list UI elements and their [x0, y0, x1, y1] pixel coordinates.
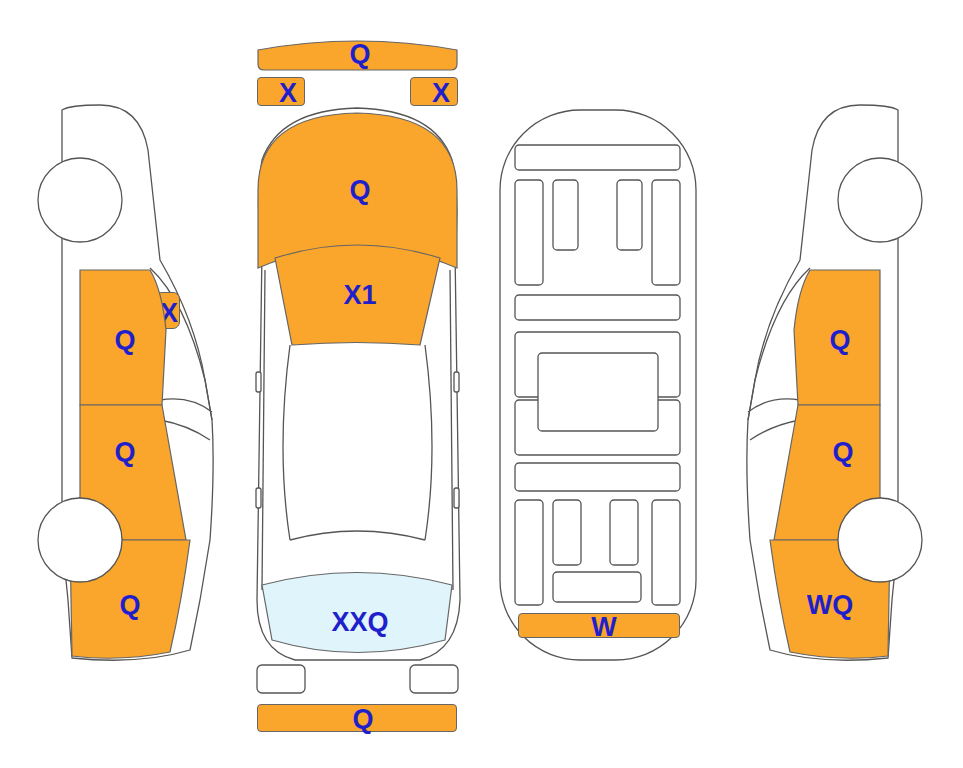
right-rear-quarter: WQ [768, 538, 892, 664]
top-view [256, 108, 460, 693]
left-rear-door: Q [78, 403, 188, 543]
damage-code: Q [832, 439, 853, 466]
damage-code: WQ [807, 592, 854, 619]
damage-code: Q [349, 177, 370, 204]
right-front-door: Q [790, 268, 882, 408]
front-bumper: Q [256, 34, 460, 72]
left-rear-door-shape [78, 403, 188, 543]
right-side-view [747, 105, 922, 660]
damage-code: X [279, 80, 297, 107]
underbody-view [500, 110, 696, 660]
damage-code: W [591, 614, 616, 641]
damage-code: Q [114, 327, 135, 354]
right-rear-door-shape [772, 403, 882, 543]
damage-code: X [432, 80, 450, 107]
damage-code: Q [119, 592, 140, 619]
left-rear-quarter: Q [68, 538, 192, 664]
right-headlight: X [410, 77, 458, 106]
left-front-door: Q [78, 268, 170, 408]
damage-code: Q [352, 706, 373, 733]
damage-code: X1 [343, 282, 376, 309]
damage-code: XXQ [331, 609, 388, 636]
left-side-view [38, 105, 213, 660]
damage-code: Q [349, 41, 370, 68]
rear-bumper: Q [257, 704, 457, 732]
damage-code: Q [114, 439, 135, 466]
underbody-rear-panel: W [518, 613, 680, 638]
rear-glass: XXQ [260, 556, 456, 664]
windshield-panel: X1 [272, 230, 444, 348]
damage-code: Q [829, 327, 850, 354]
right-rear-door: Q [772, 403, 882, 543]
left-headlight: X [257, 77, 305, 106]
